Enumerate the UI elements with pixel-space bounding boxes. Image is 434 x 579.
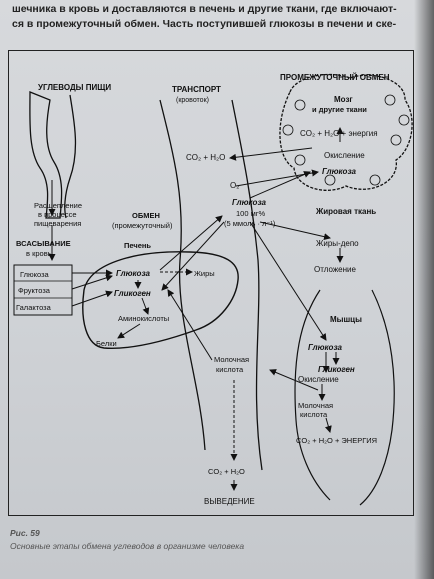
- gut-outline: [64, 94, 77, 219]
- label-concentration-mmol: (5 ммоль · л⁻¹): [224, 219, 276, 228]
- label-intermediate-metabolism: ПРОМЕЖУТОЧНЫЙ ОБМЕН: [280, 73, 390, 82]
- header-text-line-2: ся в промежуточный обмен. Часть поступив…: [12, 18, 397, 30]
- header-text-line-1: шечника в кровь и доставляются в печень …: [12, 3, 397, 15]
- label-fat-depot: Жиры-депо: [316, 239, 359, 248]
- label-storage: Отложение: [314, 265, 357, 274]
- label-muscle-lactic-2: кислота: [300, 410, 328, 419]
- label-proteins: Белки: [96, 339, 117, 348]
- label-muscle-glucose: Глюкоза: [308, 343, 343, 352]
- label-excretion: ВЫВЕДЕНИЕ: [204, 497, 255, 506]
- muscle-vessel-outline-2: [359, 289, 395, 506]
- figure-caption: Основные этапы обмена углеводов в органи…: [10, 541, 245, 551]
- blood-vessel-right: [231, 99, 263, 471]
- label-split-3: пищеварения: [34, 219, 81, 228]
- label-oxygen: O₂: [230, 181, 239, 190]
- label-blood-lactic-2: кислота: [216, 365, 244, 374]
- label-adipose-tissue: Жировая ткань: [315, 207, 376, 216]
- label-muscle-oxidation: Окисление: [298, 375, 339, 384]
- label-split-1: Расщепление: [34, 201, 82, 210]
- page-edge-shadow: [414, 0, 434, 579]
- label-concentration: 100 мг%: [236, 209, 265, 218]
- label-sugar-fructose: Фруктоза: [18, 286, 51, 295]
- brain-cloud: [279, 73, 413, 191]
- liver-outline: [82, 251, 239, 349]
- label-brain-oxidation: Окисление: [324, 151, 365, 160]
- figure-number: Рис. 59: [10, 528, 40, 538]
- label-blood-glucose: Глюкоза: [232, 198, 267, 207]
- label-liver-glycogen: Гликоген: [114, 289, 151, 298]
- label-bloodstream: (кровоток): [176, 97, 209, 104]
- label-transport-co2: CO₂ + H₂O: [186, 153, 225, 162]
- label-amino-acids: Аминокислоты: [118, 314, 169, 323]
- label-brain-glucose: Глюкоза: [322, 167, 357, 176]
- label-muscles: Мышцы: [330, 315, 362, 324]
- label-sugar-galactose: Галактоза: [16, 303, 52, 312]
- muscle-vessel-outline: [294, 289, 331, 501]
- label-split-2: в процессе: [38, 210, 77, 219]
- label-metabolism: ОБМЕН: [132, 211, 160, 220]
- label-liver: Печень: [124, 241, 151, 250]
- label-sugar-glucose: Глюкоза: [20, 270, 50, 279]
- label-blood-lactic-1: Молочная: [214, 355, 249, 364]
- label-transport: ТРАНСПОРТ: [172, 85, 221, 94]
- label-final-co2: CO₂ + H₂O: [208, 467, 245, 476]
- stomach-outline: [29, 91, 63, 219]
- label-muscle-glycogen: Гликоген: [318, 365, 355, 374]
- label-food-carbs: УГЛЕВОДЫ ПИЩИ: [38, 83, 111, 92]
- label-brain-reaction: CO₂ + H₂O + энергия: [300, 129, 378, 138]
- label-liver-glucose: Глюкоза: [116, 269, 151, 278]
- label-muscle-lactic-1: Молочная: [298, 401, 333, 410]
- sugars-box: [13, 264, 73, 316]
- label-other-tissues: и другие ткани: [312, 105, 367, 114]
- label-liver-fats: Жиры: [194, 269, 215, 278]
- label-muscle-energy: CO₂ + H₂O + ЭНЕРГИЯ: [296, 436, 377, 445]
- label-metabolism-intermediate: (промежуточный): [112, 221, 173, 230]
- label-into-blood: в кровь: [26, 249, 52, 258]
- label-brain: Мозг: [334, 95, 353, 104]
- blood-vessel-left: [159, 99, 206, 451]
- label-absorption: ВСАСЫВАНИЕ: [16, 239, 71, 248]
- figure-frame: [8, 50, 414, 516]
